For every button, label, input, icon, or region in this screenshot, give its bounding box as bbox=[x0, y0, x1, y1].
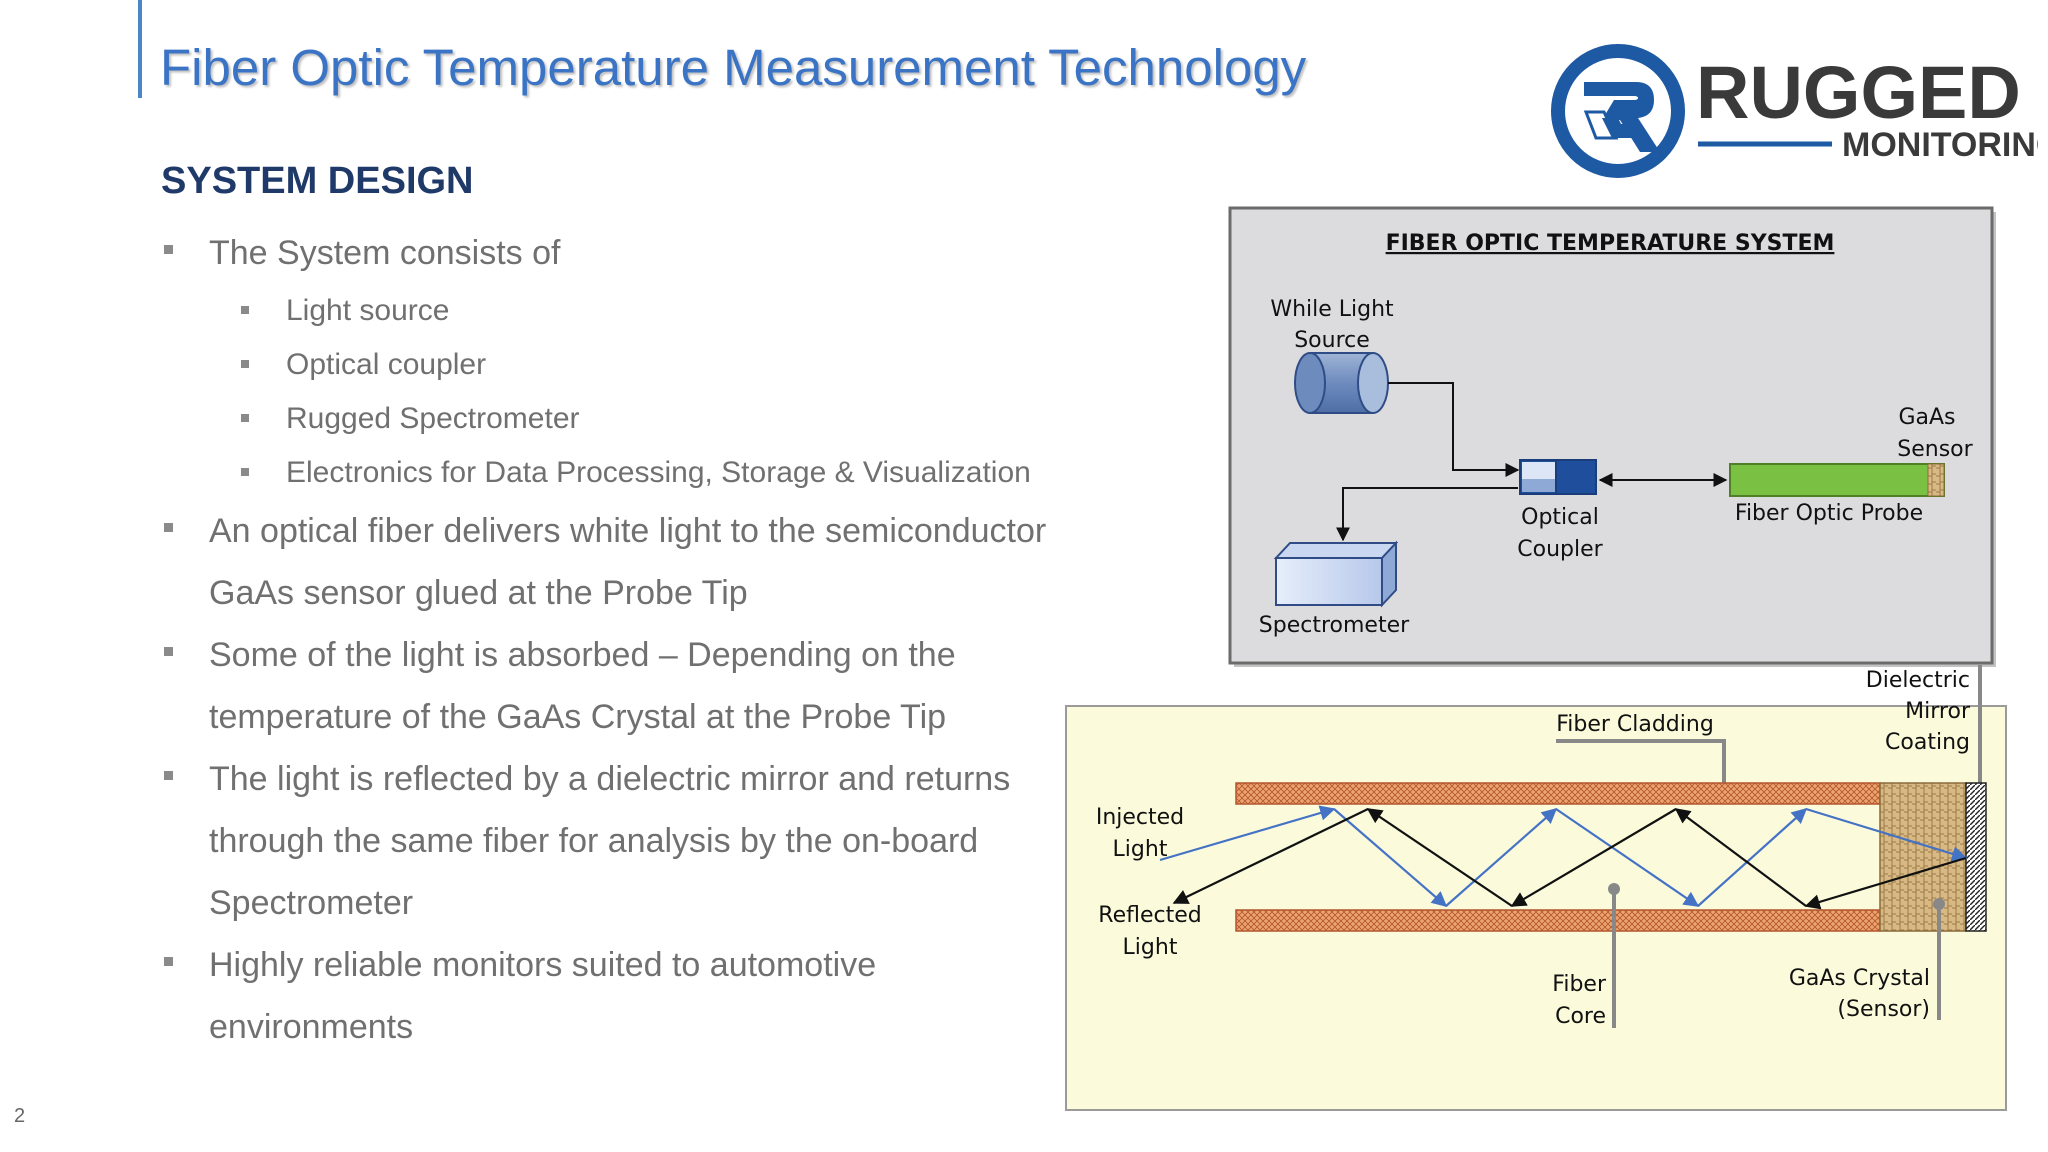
bullet-fiber-delivery: An optical fiber delivers white light to… bbox=[160, 500, 1060, 624]
section-heading: SYSTEM DESIGN bbox=[161, 160, 474, 202]
fiber-cladding-top bbox=[1235, 782, 1881, 805]
logo-brand-text: RUGGED bbox=[1696, 51, 2021, 134]
coupler-label: Optical bbox=[1521, 505, 1599, 530]
bullet-line: temperature of the GaAs Crystal at the P… bbox=[209, 698, 947, 736]
page-title: Fiber Optic Temperature Measurement Tech… bbox=[160, 39, 1307, 96]
bullet-line: Highly reliable monitors suited to autom… bbox=[209, 946, 877, 984]
bullet-line: GaAs sensor glued at the Probe Tip bbox=[209, 574, 748, 612]
coupler-label: Coupler bbox=[1517, 537, 1603, 562]
system-title: FIBER OPTIC TEMPERATURE SYSTEM bbox=[1386, 231, 1835, 256]
system-diagram: FIBER OPTIC TEMPERATURE SYSTEM While Lig… bbox=[1065, 206, 2007, 1111]
component-list: Light source Optical coupler Rugged Spec… bbox=[160, 284, 1060, 500]
dielectric-mirror bbox=[1965, 782, 1987, 932]
bullet-line: The light is reflected by a dielectric m… bbox=[209, 760, 1011, 798]
company-logo: RUGGED MONITORING bbox=[1551, 44, 2038, 178]
mirror-label: Dielectric bbox=[1866, 668, 1970, 693]
injected-light-label: Light bbox=[1113, 837, 1168, 862]
fiber-core-label: Core bbox=[1555, 1004, 1606, 1029]
injected-light-label: Injected bbox=[1096, 805, 1184, 830]
rugged-monitoring-r-logo bbox=[1551, 44, 1685, 178]
page-number: 2 bbox=[14, 1105, 26, 1127]
cladding-label: Fiber Cladding bbox=[1556, 712, 1714, 737]
optical-coupler-icon bbox=[1519, 459, 1597, 495]
list-item: Light source bbox=[160, 284, 1060, 338]
gaas-crystal bbox=[1879, 782, 1967, 932]
gaas-crystal-label: (Sensor) bbox=[1837, 997, 1930, 1022]
light-source-label: While Light bbox=[1270, 297, 1394, 322]
title-accent-bar bbox=[138, 0, 142, 98]
injected-light-rays bbox=[1159, 805, 1968, 908]
logo-sub-text: MONITORING bbox=[1842, 126, 2038, 164]
light-source-cylinder-icon bbox=[1294, 352, 1389, 414]
coupler-to-spectrometer-line bbox=[1336, 487, 1518, 542]
gaas-crystal-label: GaAs Crystal bbox=[1789, 966, 1930, 991]
probe-label: Fiber Optic Probe bbox=[1735, 501, 1923, 526]
spectrometer-label: Spectrometer bbox=[1259, 613, 1410, 638]
reflected-light-label: Light bbox=[1123, 935, 1178, 960]
mirror-label: Mirror bbox=[1905, 699, 1971, 724]
bullet-list: The System consists of Light source Opti… bbox=[160, 222, 1060, 1058]
bullet-line: Spectrometer bbox=[209, 884, 414, 922]
fiber-cladding-bottom bbox=[1235, 909, 1881, 932]
bullet-intro-text: The System consists of bbox=[209, 234, 561, 272]
bullet-absorption: Some of the light is absorbed – Dependin… bbox=[160, 624, 1060, 748]
probe-detail-panel: Dielectric Mirror Coating Fiber Cladding bbox=[1065, 665, 2007, 1111]
bullet-line: Some of the light is absorbed – Dependin… bbox=[209, 636, 956, 674]
mirror-label: Coating bbox=[1885, 730, 1970, 755]
list-item: Electronics for Data Processing, Storage… bbox=[160, 446, 1060, 500]
bullet-reflection: The light is reflected by a dielectric m… bbox=[160, 748, 1060, 934]
cladding-leader-line bbox=[1556, 739, 1726, 791]
bullet-intro: The System consists of Light source Opti… bbox=[160, 222, 1060, 500]
list-item: Optical coupler bbox=[160, 338, 1060, 392]
sensor-label: Sensor bbox=[1897, 437, 1973, 462]
source-to-coupler-line bbox=[1388, 382, 1520, 477]
bullet-line: An optical fiber delivers white light to… bbox=[209, 512, 1047, 550]
reflected-light-rays bbox=[1172, 808, 1967, 910]
bullet-line: environments bbox=[209, 1008, 414, 1046]
system-box: FIBER OPTIC TEMPERATURE SYSTEM While Lig… bbox=[1228, 206, 1996, 667]
fiber-optic-probe bbox=[1729, 463, 1945, 497]
spectrometer-box-icon bbox=[1273, 540, 1399, 608]
bullet-reliability: Highly reliable monitors suited to autom… bbox=[160, 934, 1060, 1058]
fiber-core-label: Fiber bbox=[1552, 972, 1607, 997]
reflected-light-label: Reflected bbox=[1098, 903, 1201, 928]
light-source-label: Source bbox=[1294, 328, 1370, 353]
bullet-line: through the same fiber for analysis by t… bbox=[209, 822, 979, 860]
sensor-label: GaAs bbox=[1898, 405, 1955, 430]
list-item: Rugged Spectrometer bbox=[160, 392, 1060, 446]
